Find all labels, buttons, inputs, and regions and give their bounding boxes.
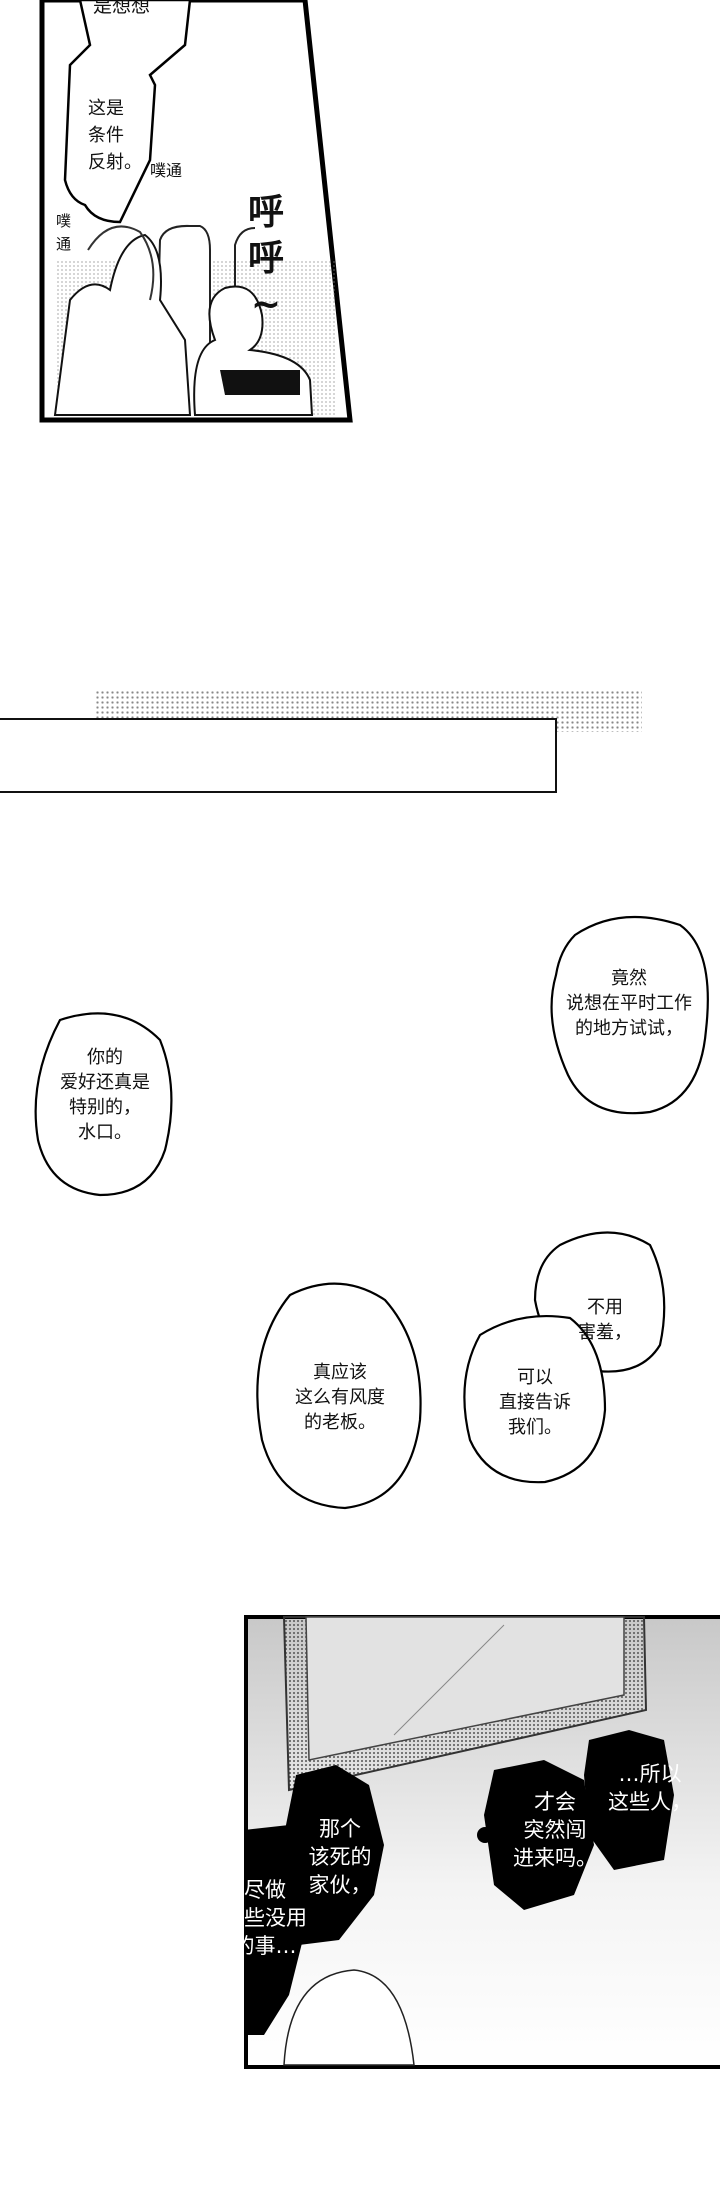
- dark-bubble-so-these-people: …所以 这些人，: [608, 1762, 692, 1814]
- sfx-heartbeat: 噗通: [150, 161, 183, 180]
- dark-bubble-barged-in: 才会 突然闯 进来吗。: [513, 1790, 597, 1870]
- speech-bubble-workplace: 竟然 说想在平时工作 的地方试试，: [566, 968, 692, 1039]
- blank-panel-frame: [0, 718, 557, 793]
- sfx-snore: 呼 呼 ~: [248, 192, 285, 325]
- speech-bubble-reflex: 这是 条件 反射。: [88, 98, 142, 173]
- dark-bubble-useless-things: 尽做 一些没用 的事…: [223, 1878, 307, 1958]
- panel-1: 是想想 这是 条件 反射。 噗通 噗 通 呼 呼 ~: [0, 0, 360, 430]
- panel-2-art: [244, 1615, 720, 2069]
- dark-bubble-that-guy: 那个 该死的 家伙，: [308, 1817, 372, 1897]
- speech-bubble-dont-be-shy: 不用 害羞，: [578, 1297, 632, 1343]
- speech-bubble-hobby: 你的 爱好还真是 特别的， 水口。: [60, 1047, 150, 1143]
- panel-1-art: [39, 0, 353, 423]
- speech-bubble-boss: 真应该 这么有风度 的老板。: [295, 1362, 385, 1433]
- speech-bubble-tell-us: 可以 直接告诉 我们。: [499, 1367, 571, 1438]
- sfx-heartbeat: 噗 通: [56, 212, 72, 253]
- speech-bubble-partial: 是想想: [93, 0, 151, 17]
- panel-2: [244, 1615, 720, 2069]
